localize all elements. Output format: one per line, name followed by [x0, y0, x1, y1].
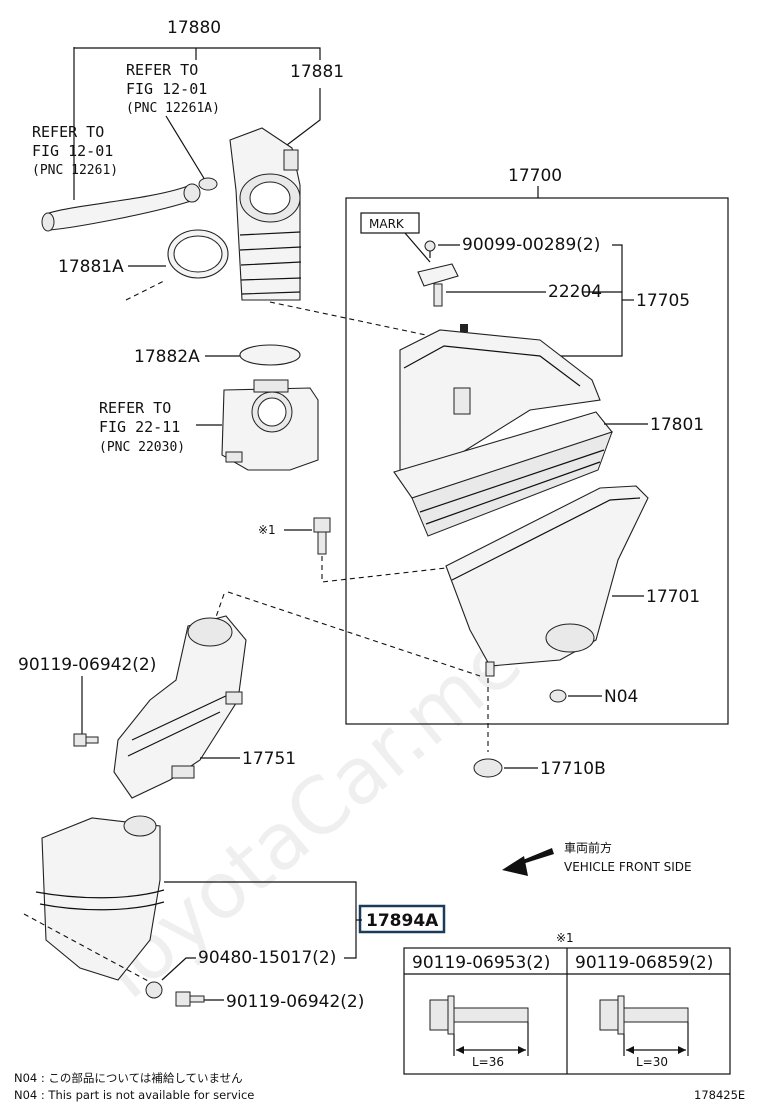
ref-fig-12-01-a-line2[interactable]: FIG 12-01: [126, 80, 207, 98]
label-17710b[interactable]: 17710B: [540, 759, 606, 779]
bolt-30-icon: [599, 995, 689, 1035]
bolt-30-length: L=30: [636, 1055, 668, 1069]
grommet-n04-icon: [549, 689, 567, 703]
bolt-lower-icon: [175, 991, 205, 1007]
air-cleaner-assembly-box: [345, 197, 729, 725]
mark-box: [360, 212, 420, 234]
label-17701[interactable]: 17701: [646, 587, 700, 607]
label-17881a[interactable]: 17881A: [58, 257, 124, 277]
label-17700[interactable]: 17700: [508, 166, 562, 186]
label-22204[interactable]: 22204: [548, 282, 602, 302]
airflow-sensor-icon: [417, 263, 459, 307]
bolt-table-col2-header[interactable]: 90119-06859(2): [575, 953, 713, 973]
label-17894a[interactable]: 17894A: [366, 911, 439, 931]
ref-fig-22-11-line1: REFER TO: [99, 399, 171, 417]
resonator-icon: [35, 815, 165, 981]
figure-code: 178425E: [694, 1088, 745, 1102]
label-90099-00289[interactable]: 90099-00289(2): [462, 235, 600, 255]
star1-left-mark: ※1: [258, 523, 276, 537]
label-17881[interactable]: 17881: [290, 62, 344, 82]
bolt-upper-icon: [73, 733, 99, 747]
ref-fig-12-01-b-line1: REFER TO: [32, 123, 104, 141]
note-jp: N04 : この部品については補給していません: [14, 1071, 243, 1085]
air-cleaner-case-icon: [445, 485, 649, 677]
star1-table-mark: ※1: [556, 931, 574, 945]
note-en: N04 : This part is not available for ser…: [14, 1088, 254, 1102]
hose-clamp-icon: [198, 177, 218, 191]
ref-fig-12-01-a-line1: REFER TO: [126, 61, 198, 79]
label-n04[interactable]: N04: [604, 687, 638, 707]
label-90119-06942-lower[interactable]: 90119-06942(2): [226, 992, 364, 1012]
bolt-36-length: L=36: [472, 1055, 504, 1069]
label-17882a[interactable]: 17882A: [134, 347, 200, 367]
ref-pnc-22030: (PNC 22030): [99, 440, 185, 455]
direction-en: VEHICLE FRONT SIDE: [564, 860, 692, 874]
mark-label: MARK: [369, 217, 405, 231]
highlight-17894a-box: [358, 904, 446, 934]
direction-jp: 車両前方: [564, 840, 612, 855]
bolt-36-icon: [429, 995, 529, 1035]
screw-icon: [424, 240, 436, 252]
label-90119-06942-upper[interactable]: 90119-06942(2): [18, 655, 156, 675]
ref-fig-22-11-line2[interactable]: FIG 22-11: [99, 418, 180, 436]
label-17880[interactable]: 17880: [167, 18, 221, 38]
label-17705[interactable]: 17705: [636, 291, 690, 311]
vehicle-front-arrow-icon: [506, 848, 554, 874]
ref-pnc-12261a: (PNC 12261A): [126, 101, 220, 116]
grommet-17710b-icon: [473, 758, 503, 778]
air-filter-element-icon: [393, 411, 613, 537]
label-90480-15017[interactable]: 90480-15017(2): [198, 948, 336, 968]
label-17801[interactable]: 17801: [650, 415, 704, 435]
inlet-duct-icon: [113, 615, 247, 799]
ref-fig-12-01-b-line2[interactable]: FIG 12-01: [32, 142, 113, 160]
breather-hose-icon: [45, 185, 195, 231]
intake-bellows-icon: [229, 127, 302, 301]
bolt-icon: [313, 517, 331, 555]
throttle-body-icon: [221, 379, 319, 471]
ref-pnc-12261: (PNC 12261): [32, 163, 118, 178]
hose-clamp-17882a-icon: [239, 344, 301, 366]
label-17751[interactable]: 17751: [242, 749, 296, 769]
bolt-table-col1-header[interactable]: 90119-06953(2): [412, 953, 550, 973]
grommet-90480-icon: [145, 981, 163, 999]
